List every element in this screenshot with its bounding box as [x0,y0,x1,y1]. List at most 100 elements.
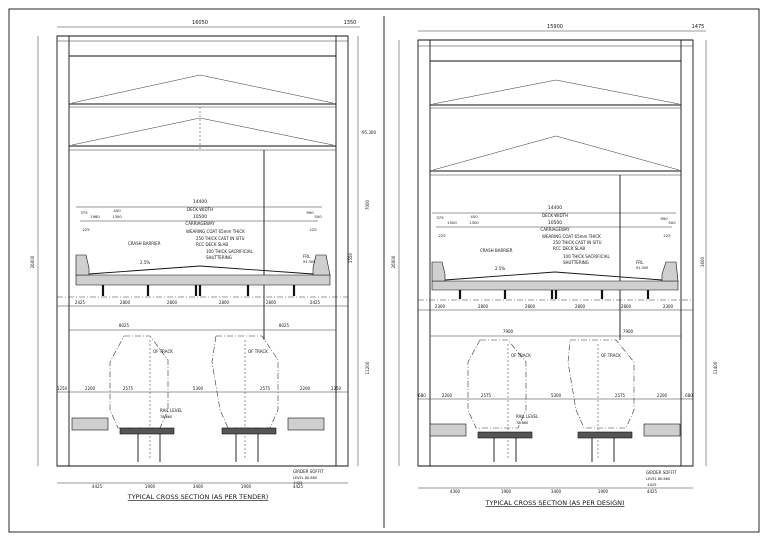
bottom-dim: 680 [685,393,693,398]
shuttering-label-2: SHUTTERING [563,260,589,265]
girder-dim: 2800 [575,304,586,309]
bottom-dim: 2200 [442,393,453,398]
bottom-dim: 2200 [300,386,311,391]
edge-dim-225: 225 [438,233,446,238]
edge-dim-375: 375 [80,210,88,215]
bottom-dim: 2575 [260,386,271,391]
shuttering-label-2: SHUTTERING [206,255,232,260]
deck-width-label: DECK WIDTH [187,207,213,212]
deck-camber [199,265,314,275]
cast-in-situ-label: 250 THICK CAST IN SITU [553,240,602,245]
crash-barrier-label: CRASH BARRIER [480,248,513,253]
edge-dim: 1980 [90,214,100,219]
deck-slab-label: RCC DECK SLAB [196,242,228,247]
rail-level-value: 78.660 [160,415,172,419]
bottom-dim: 1250 [331,386,342,391]
panel-title: TYPICAL CROSS SECTION (AS PER TENDER) [127,493,269,501]
vert-dim-right: 1550 [348,252,353,263]
rail-level-label: RAIL LEVEL [160,408,183,413]
deck-camber [554,271,663,281]
truss-outline [71,117,334,146]
girder-soffit-label: GIRDER SOFFIT [293,469,324,474]
edge-dim: 1500 [447,220,457,225]
bottom-dim-2: 4300 [450,489,461,494]
track-spacing: 8025 [279,323,290,328]
girders [458,290,650,299]
girder-soffit-value: LEVEL 80.660 [646,477,670,481]
girder-dim: 2800 [120,300,131,305]
bottom-dim: 2200 [657,393,668,398]
deck-width-label: DECK WIDTH [542,213,568,218]
shuttering-label: 100 THICK SACRIFICIAL [206,249,253,254]
bottom-dim: 2575 [481,393,492,398]
platform-left [429,423,467,437]
vert-dim-right: 11400 [713,361,718,374]
vert-dim-right: 7000 [365,199,370,210]
train-envelope-right [567,339,635,429]
right-column [335,35,349,467]
frl-label: FRL [636,260,644,265]
crash-barrier-label: CRASH BARRIER [128,241,161,246]
bottom-dim-2: 4425 [92,484,103,489]
bottom-dim: 1250 [57,386,68,391]
track-spacing: 8025 [119,323,130,328]
panel-title: TYPICAL CROSS SECTION (AS PER DESIGN) [484,499,624,507]
girder-dim: 2800 [478,304,489,309]
rail-track-left [119,427,175,435]
girder-dim: 2300 [435,304,446,309]
edge-dim: 990 [660,216,668,221]
frl-label: FRL [303,254,311,259]
train-envelope-left [467,339,527,429]
top-dim-2: 1350 [344,20,357,26]
girder-dim: 2800 [167,300,178,305]
top-dim-1: 16050 [192,20,208,26]
edge-dim-375: 375 [436,215,444,220]
bottom-last: 4425 [647,483,656,487]
girder-dim: 2800 [266,300,277,305]
bottom-last: 4425 [293,481,302,485]
edge-dim-225: 225 [309,227,317,232]
crash-barrier-left [75,254,90,276]
girder-soffit-label: GIRDER SOFFIT [646,470,677,475]
crash-barrier-left [431,261,446,282]
track-spacing: 7900 [503,329,514,334]
track-label: OF TRACK [248,349,268,354]
girder-soffit-value: LEVEL 80.660 [293,476,317,480]
vert-dim-right: 1600 [700,256,705,267]
bottom-dim-2: 1900 [598,489,609,494]
bottom-dim-2: 3400 [193,484,204,489]
cast-in-situ-label: 250 THICK CAST IN SITU [196,236,245,241]
edge-dim-225: 225 [663,233,671,238]
bottom-dim-2: 1900 [241,484,252,489]
vert-dim-left: 26000 [391,255,396,268]
edge-dim: 500 [314,214,322,219]
track-label: OF TRACK [601,353,621,358]
edge-dim: 990 [306,210,314,215]
girder-dim: 2800 [219,300,230,305]
truss-outline [432,135,680,171]
bottom-dim: 2575 [123,386,134,391]
girder-dim: 2425 [310,300,321,305]
right-column [680,39,694,467]
bottom-dim: 680 [418,393,426,398]
track-label: OF TRACK [153,349,173,354]
slope-label: 2.5% [140,260,150,265]
platform-right [287,417,325,431]
wearing-coat-label: WEARING COAT 65mm THICK [542,234,601,239]
crash-barrier-right [661,261,679,282]
carriageway-value: 10500 [193,214,207,220]
bottom-dim-2: 3400 [551,489,562,494]
girder-dim: 2425 [75,300,86,305]
frl-value: 91.300 [303,260,315,264]
platform-left [71,417,109,431]
carriageway-value: 10500 [548,220,562,226]
vert-dim-left: 26000 [30,255,35,268]
bottom-dim: 5300 [551,393,562,398]
bottom-dim: 2200 [85,386,96,391]
edge-dim: 450 [113,208,121,213]
track-label: OF TRACK [511,353,531,358]
panel-design: 15900 1475 14400 DECK WIDTH 10500 CARRIA… [391,24,718,507]
deck-camber [444,271,556,281]
left-column [417,39,431,467]
rail-track-left [477,431,533,439]
